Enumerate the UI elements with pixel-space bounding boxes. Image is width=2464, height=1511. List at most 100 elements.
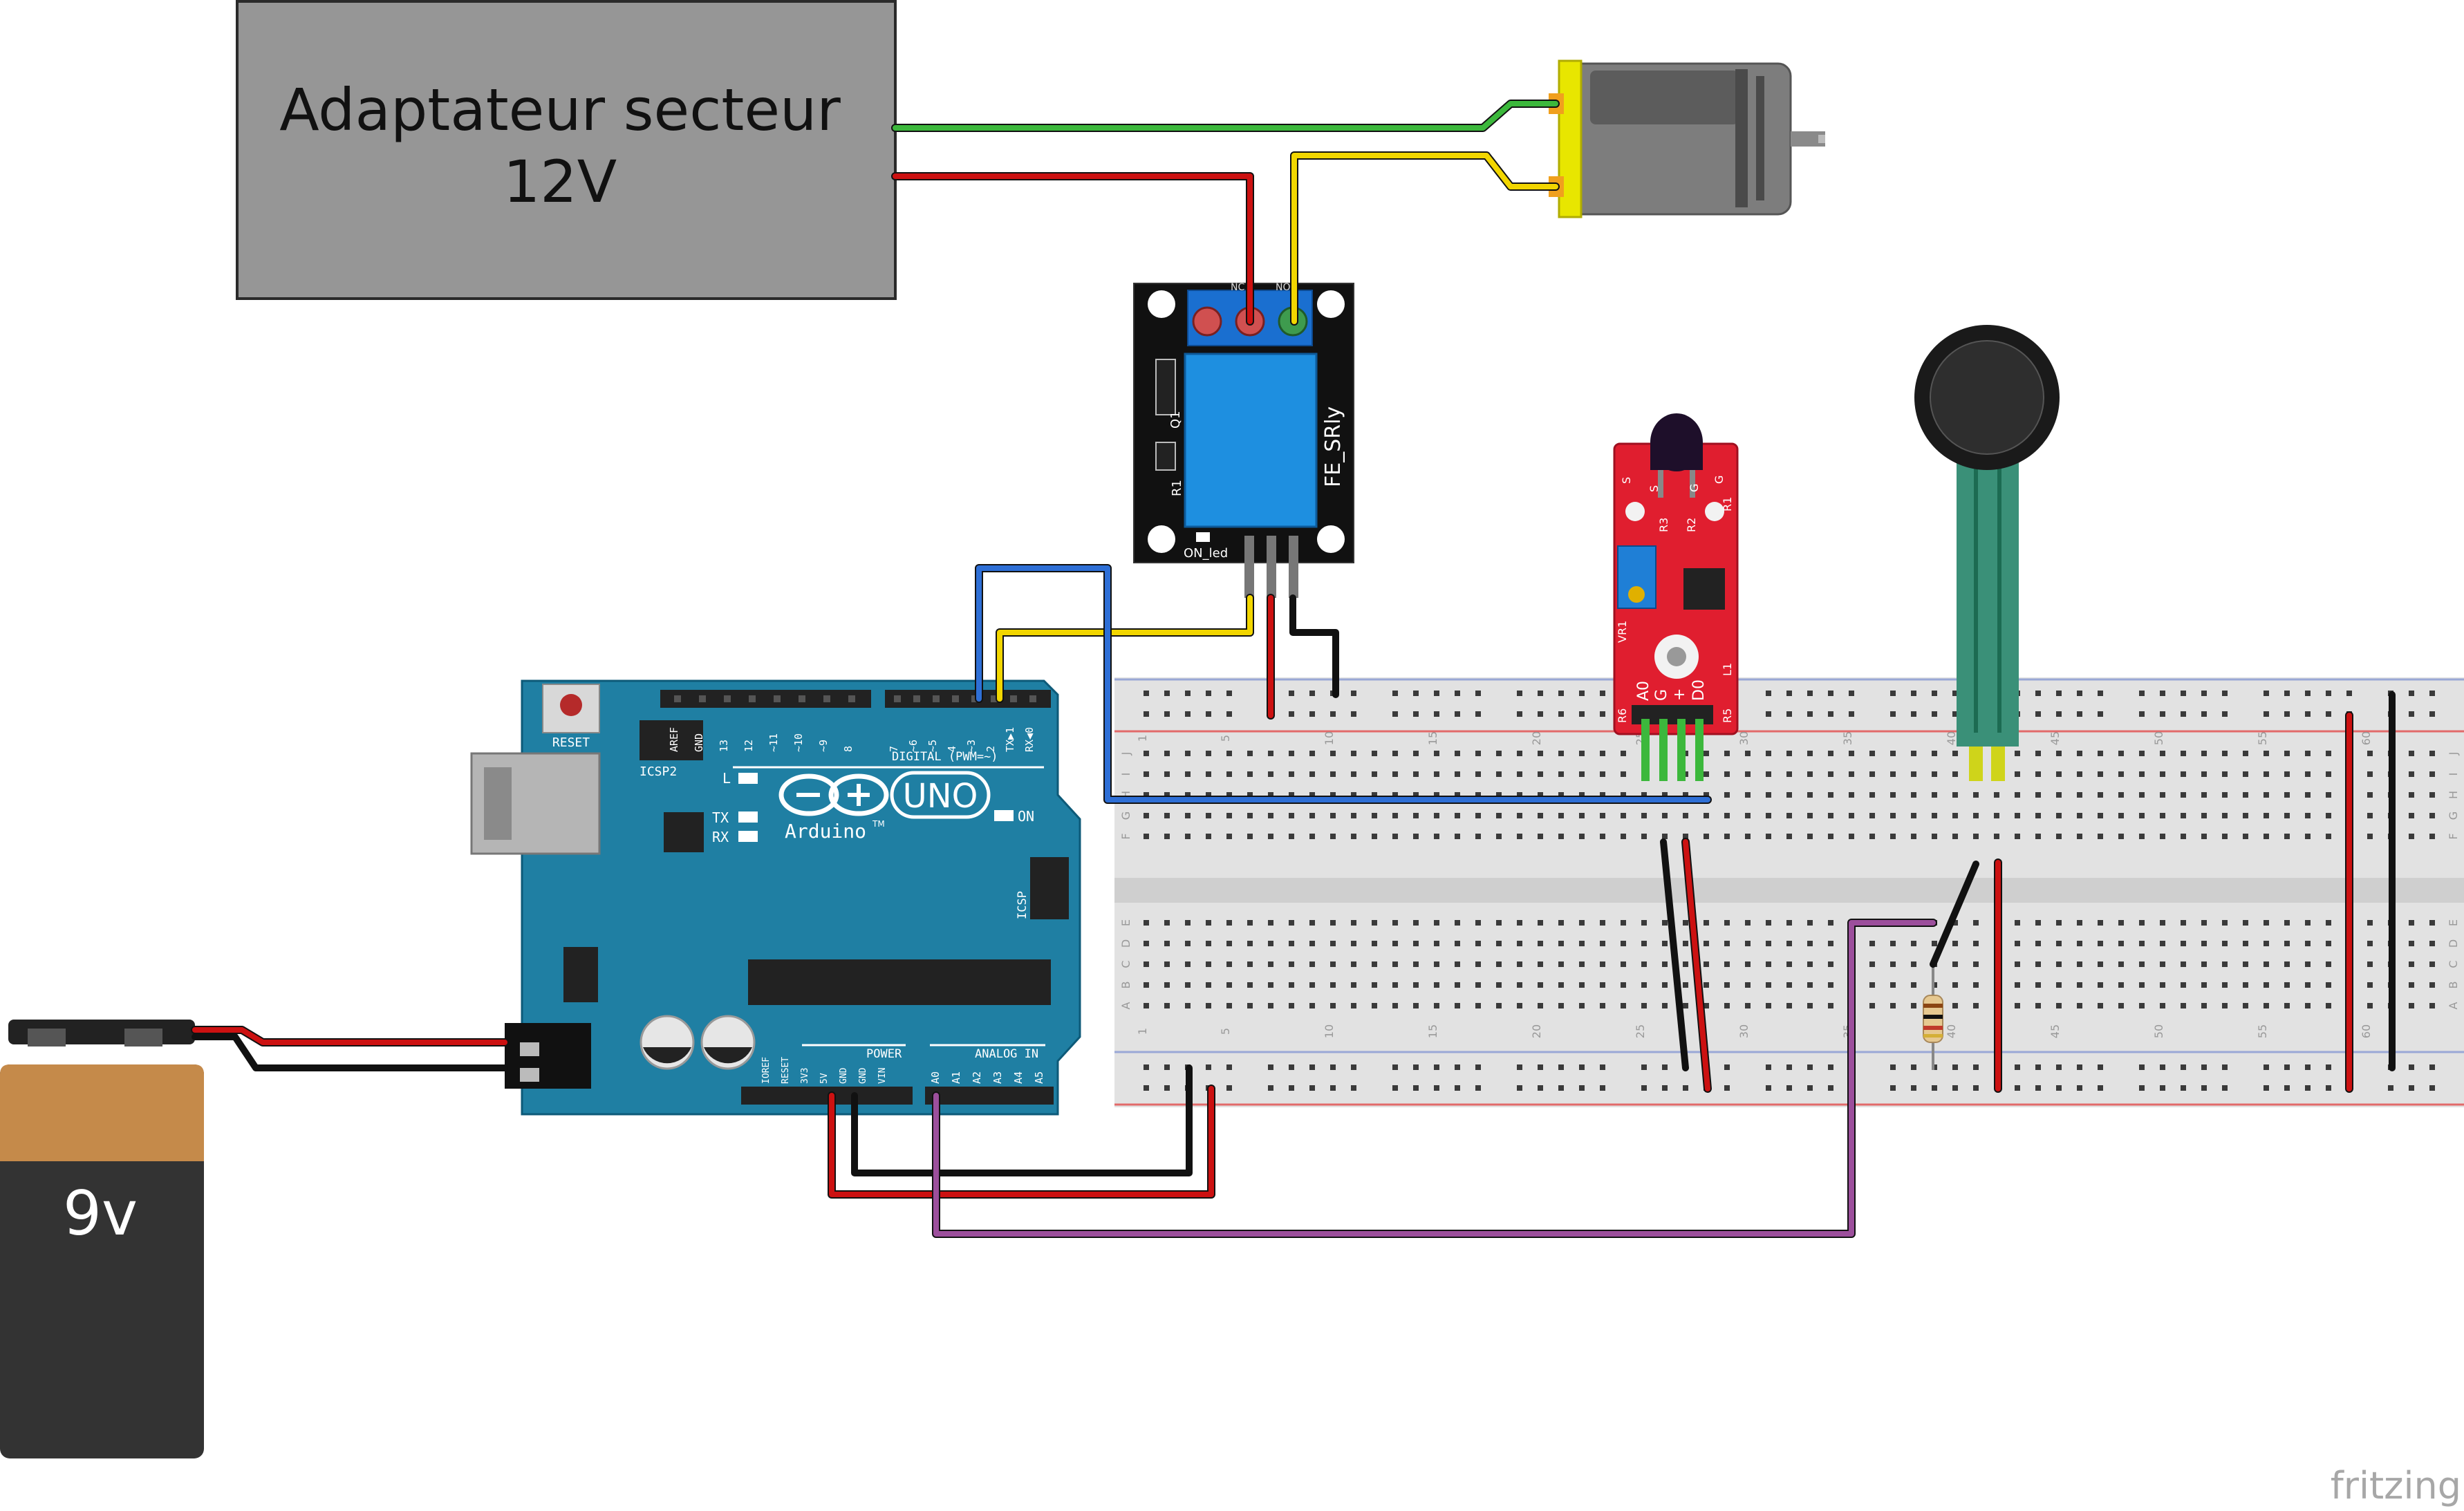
flame-sensor-ref-label: R1 — [1721, 497, 1734, 512]
battery-label: 9v — [63, 1178, 138, 1249]
breadboard-row-letter: I — [1119, 773, 1132, 776]
flame-sensor-ref-label: G — [1712, 476, 1726, 484]
analog-pin-label: A4 — [1012, 1071, 1025, 1084]
arduino-digital-label: DIGITAL (PWM=~) — [892, 750, 998, 764]
breadboard-column-number: 15 — [1426, 1024, 1439, 1038]
power-pin-label: GND — [858, 1067, 868, 1084]
digital-pin-label: AREF — [668, 727, 680, 752]
power-adapter: Adaptateur secteur 12V — [236, 0, 897, 300]
power-pin-label: IOREF — [761, 1057, 772, 1084]
flame-sensor-ref-label: G — [1688, 484, 1701, 492]
breadboard-row-letter: J — [2447, 752, 2460, 756]
arduino-rx-label: RX — [712, 829, 729, 845]
digital-pin-label: 13 — [718, 740, 730, 752]
breadboard-column-number: 20 — [1530, 731, 1543, 745]
breadboard-column-number: 1 — [1136, 735, 1149, 742]
breadboard-row-letter: F — [2447, 833, 2460, 839]
breadboard-column-number: 30 — [1737, 1024, 1751, 1038]
arduino-icsp2-label: ICSP2 — [640, 764, 677, 779]
breadboard-row-letter: F — [1119, 833, 1132, 839]
arduino-on-label: ON — [1018, 808, 1034, 825]
digital-pin-label: ~9 — [817, 740, 830, 752]
arduino-brand: Arduino — [785, 820, 866, 843]
wire-green-adapter-motor — [891, 100, 1560, 132]
adapter-label-line2: 12V — [503, 148, 617, 216]
analog-pin-label: A5 — [1033, 1071, 1045, 1084]
arduino-l-label: L — [722, 770, 731, 787]
arduino-model: UNO — [903, 777, 978, 816]
breadboard-column-number: 55 — [2256, 1024, 2269, 1038]
digital-pin-label: 2 — [984, 746, 997, 752]
analog-pin-label: A0 — [929, 1071, 942, 1084]
flame-sensor-ref-label: S — [1620, 477, 1633, 484]
breadboard-row-letter: C — [1119, 960, 1132, 968]
digital-pin-label: ~5 — [926, 740, 939, 752]
breadboard-row-letter: C — [2447, 960, 2460, 968]
power-pin-label: 5V — [819, 1073, 830, 1084]
relay-module: Q1 R1 FE_SRly ON_led NC NO — [1133, 282, 1354, 598]
breadboard-column-number: 40 — [1945, 731, 1958, 745]
analog-pin-label: A1 — [950, 1071, 962, 1084]
power-pin-label: VIN — [877, 1068, 888, 1084]
breadboard-column-number: 45 — [2048, 1024, 2062, 1038]
breadboard-column-number: 1 — [1136, 1028, 1149, 1035]
breadboard-column-number: 50 — [2152, 1024, 2165, 1038]
flame-sensor-ref-label: S — [1648, 485, 1661, 492]
wire-black-relay-breadboard — [1289, 594, 1339, 698]
digital-pin-label: ~3 — [965, 740, 978, 752]
relay-pin-no: NO — [1276, 282, 1291, 293]
wires — [191, 100, 2396, 1238]
breadboard: 1155101015152020252530303535404045455050… — [1114, 677, 2464, 1107]
digital-pin-label: 12 — [743, 740, 755, 752]
breadboard-row-letter: A — [1119, 1002, 1132, 1009]
arduino-tm: TM — [872, 819, 885, 829]
relay-name: FE_SRly — [1321, 406, 1345, 487]
breadboard-column-number: 10 — [1323, 731, 1336, 745]
relay-led-label: ON_led — [1184, 546, 1228, 561]
breadboard-column-number: 50 — [2152, 731, 2165, 745]
breadboard-column-number: 40 — [1945, 1024, 1958, 1038]
breadboard-column-number: 25 — [1634, 1024, 1647, 1038]
dc-motor — [1549, 59, 1825, 218]
arduino-icsp-label: ICSP — [1016, 891, 1029, 919]
arduino-analog-label: ANALOG IN — [975, 1047, 1038, 1061]
flame-sensor-pin-label: D0 — [1690, 679, 1708, 701]
breadboard-row-letter: B — [1119, 982, 1132, 989]
relay-r1: R1 — [1170, 480, 1184, 496]
power-pin-label: 3V3 — [800, 1068, 810, 1084]
breadboard-row-letter: G — [1119, 811, 1132, 820]
power-pin-label: RESET — [781, 1057, 791, 1084]
flame-sensor-pin-label: G — [1653, 689, 1670, 701]
breadboard-row-letter: E — [1119, 919, 1132, 926]
breadboard-row-letter: D — [1119, 939, 1132, 948]
breadboard-column-number: 15 — [1426, 731, 1439, 745]
breadboard-column-number: 5 — [1219, 1028, 1232, 1035]
breadboard-column-number: 5 — [1219, 735, 1232, 742]
relay-pin-nc: NC — [1231, 282, 1244, 293]
force-sensor — [1914, 325, 2060, 781]
flame-sensor-pin-label: A0 — [1635, 681, 1652, 701]
digital-pin-label: 7 — [888, 746, 900, 752]
analog-pin-label: A2 — [971, 1071, 983, 1084]
breadboard-row-letter: D — [2447, 939, 2460, 948]
arduino-power-label: POWER — [866, 1047, 902, 1061]
breadboard-row-letter: H — [2447, 791, 2460, 799]
wire-black-gnd-breadboard — [851, 1064, 1193, 1176]
relay-q1: Q1 — [1168, 411, 1183, 429]
resistor — [1923, 961, 1943, 1070]
breadboard-row-letter: J — [1119, 752, 1132, 756]
breadboard-column-number: 10 — [1323, 1024, 1336, 1038]
breadboard-column-number: 60 — [2360, 1024, 2373, 1038]
breadboard-row-letter: I — [2447, 773, 2460, 776]
digital-pin-label: ~10 — [792, 733, 805, 752]
breadboard-column-number: 35 — [1841, 731, 1854, 745]
flame-sensor-ref-label: R6 — [1616, 708, 1629, 723]
wire-black-flame-gnd — [1660, 838, 1689, 1071]
breadboard-row-letter: G — [2447, 811, 2460, 820]
